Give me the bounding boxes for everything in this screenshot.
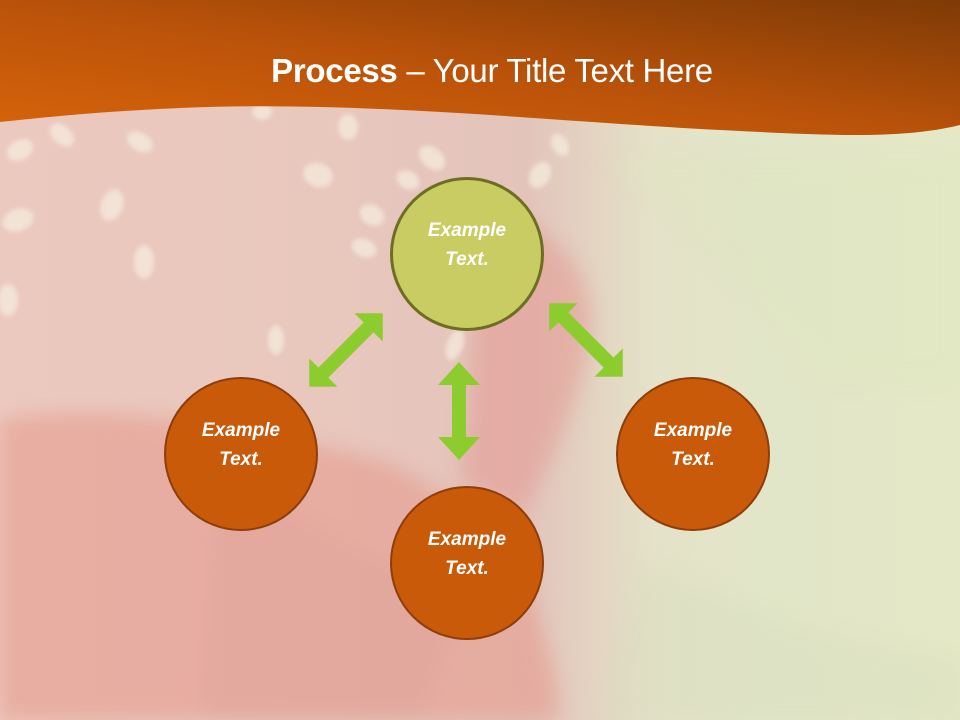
title-rest: – Your Title Text Here xyxy=(397,52,713,89)
right-node-label: Example Text. xyxy=(653,420,733,470)
slide-title: Process – Your Title Text Here xyxy=(0,52,960,90)
title-bold: Process xyxy=(271,52,398,89)
left-node[interactable]: Example Text. xyxy=(164,377,318,531)
header-band xyxy=(0,0,960,135)
left-node-label: Example Text. xyxy=(201,420,281,470)
center-node-label: Example Text. xyxy=(427,220,507,270)
bottom-node-label: Example Text. xyxy=(427,529,507,579)
right-node[interactable]: Example Text. xyxy=(616,377,770,531)
center-node[interactable]: Example Text. xyxy=(390,177,544,331)
bottom-node[interactable]: Example Text. xyxy=(390,486,544,640)
